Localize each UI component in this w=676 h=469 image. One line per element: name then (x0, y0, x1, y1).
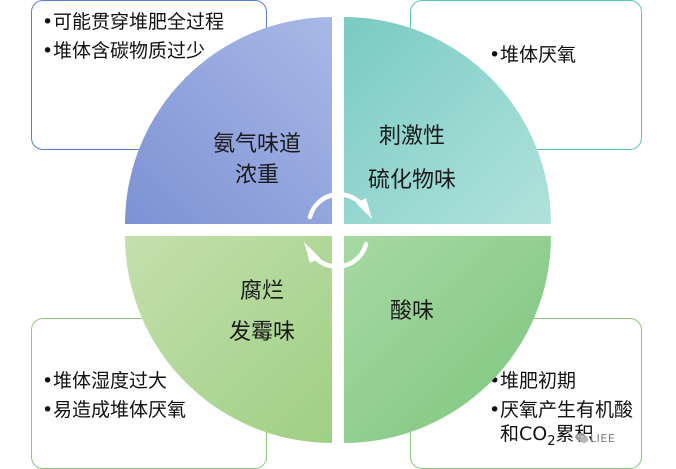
quadrant-label: 腐烂 (240, 279, 284, 304)
quadrant-label: 发霉味 (229, 320, 295, 345)
quadrant-bottom-right (344, 236, 551, 443)
quadrant-label: 刺激性 (379, 124, 445, 149)
list-item: •堆体厌氧 (489, 44, 577, 66)
quadrant-top-left (125, 17, 332, 224)
watermark-text: LIEE (590, 432, 616, 445)
quadrant-label: 氨气味道 (213, 132, 301, 157)
list-item: •可能贯穿堆肥全过程 (42, 11, 225, 33)
list-item: •堆体湿度过大 (42, 370, 168, 392)
list-item: •易造成堆体厌氧 (42, 399, 187, 421)
quadrant-label: 酸味 (390, 299, 434, 324)
cycle-arrows-icon (304, 192, 372, 269)
quadrant-bottom-left (125, 236, 332, 443)
wechat-icon (575, 433, 589, 443)
quadrant-top-right (344, 17, 551, 224)
list-item: •堆肥初期 (489, 370, 577, 392)
quadrant-label: 硫化物味 (368, 168, 456, 193)
list-item: •堆体含碳物质过少 (42, 40, 206, 62)
quadrant-label: 浓重 (235, 163, 279, 188)
